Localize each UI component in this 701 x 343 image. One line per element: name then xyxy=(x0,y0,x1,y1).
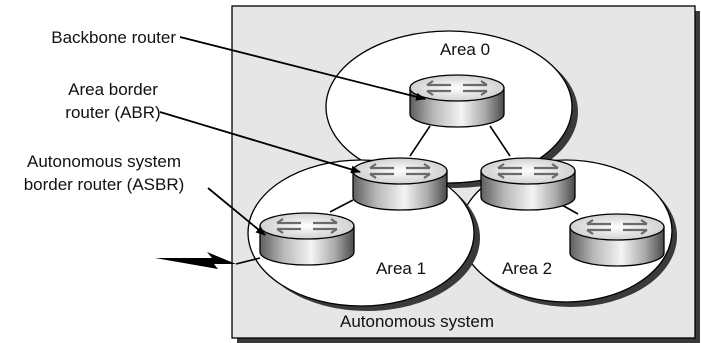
backbone-router-icon xyxy=(408,73,506,129)
arrow-asbr xyxy=(207,187,266,236)
link-backbone-abr-left xyxy=(409,125,431,157)
external-link-lightning-icon xyxy=(155,252,236,269)
backbone-router-label: Backbone router xyxy=(51,28,176,47)
link-backbone-abr-right xyxy=(489,125,511,157)
arrow-backbone-router xyxy=(179,36,426,101)
asbr-router-icon xyxy=(258,211,356,267)
abr-left-router-icon xyxy=(351,156,449,212)
asbr-label-line2: border router (ASBR) xyxy=(24,175,185,194)
abr-label-line1: Area border xyxy=(68,80,158,99)
abr-label-line2: router (ABR) xyxy=(65,103,160,122)
area2-router-icon xyxy=(568,212,666,268)
arrow-abr xyxy=(159,111,361,174)
area-0-label: Area 0 xyxy=(440,40,490,59)
area-2-label: Area 2 xyxy=(502,259,552,278)
area-1-label: Area 1 xyxy=(376,259,426,278)
external-link-line xyxy=(235,257,261,265)
asbr-label-line1: Autonomous system xyxy=(27,152,181,171)
link-abr-left-asbr xyxy=(329,199,354,213)
autonomous-system-label: Autonomous system xyxy=(340,312,494,331)
abr-right-router-icon xyxy=(479,156,577,212)
